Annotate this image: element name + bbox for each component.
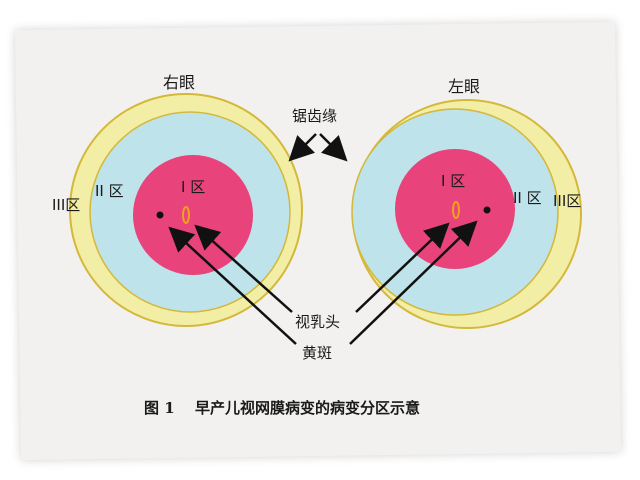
ora-serrata-label: 锯齿缘 xyxy=(292,107,337,125)
macula-arrow-right-eye xyxy=(168,226,297,345)
figure-caption: 早产儿视网膜病变的病变分区示意 xyxy=(195,399,420,417)
right-eye-zone1-label: I 区 xyxy=(181,178,205,196)
right-eye-zone1 xyxy=(133,155,253,275)
right-eye-zone2-label: II 区 xyxy=(95,182,124,200)
left-eye-zone1-label: I 区 xyxy=(441,172,465,190)
optic-disc-label: 视乳头 xyxy=(295,313,340,331)
right-eye-title: 右眼 xyxy=(163,73,195,92)
left-eye-zone2-label: II 区 xyxy=(513,189,542,207)
right-eye-macula xyxy=(156,211,164,219)
macula-label: 黄斑 xyxy=(302,344,332,362)
right-eye-zone3-label: III区 xyxy=(52,196,80,214)
right-eye-optic-disc xyxy=(182,206,190,224)
right-eye: 右眼 I 区 II 区 III区 xyxy=(52,73,303,327)
left-eye: 左眼 I 区 II 区 III区 xyxy=(351,77,582,329)
optic-disc-arrow-right-eye xyxy=(194,224,293,313)
ora-serrata-arrow-right xyxy=(319,133,348,162)
left-eye-zone3-label: III区 xyxy=(553,192,581,210)
optic-disc-arrow-left-eye xyxy=(355,222,450,313)
ora-serrata-arrow-left xyxy=(288,133,317,162)
figure-number: 图 1 xyxy=(144,399,175,417)
left-eye-macula xyxy=(483,206,491,214)
left-eye-title: 左眼 xyxy=(448,77,480,96)
macula-arrow-left-eye xyxy=(349,220,478,345)
left-eye-optic-disc xyxy=(452,201,460,219)
